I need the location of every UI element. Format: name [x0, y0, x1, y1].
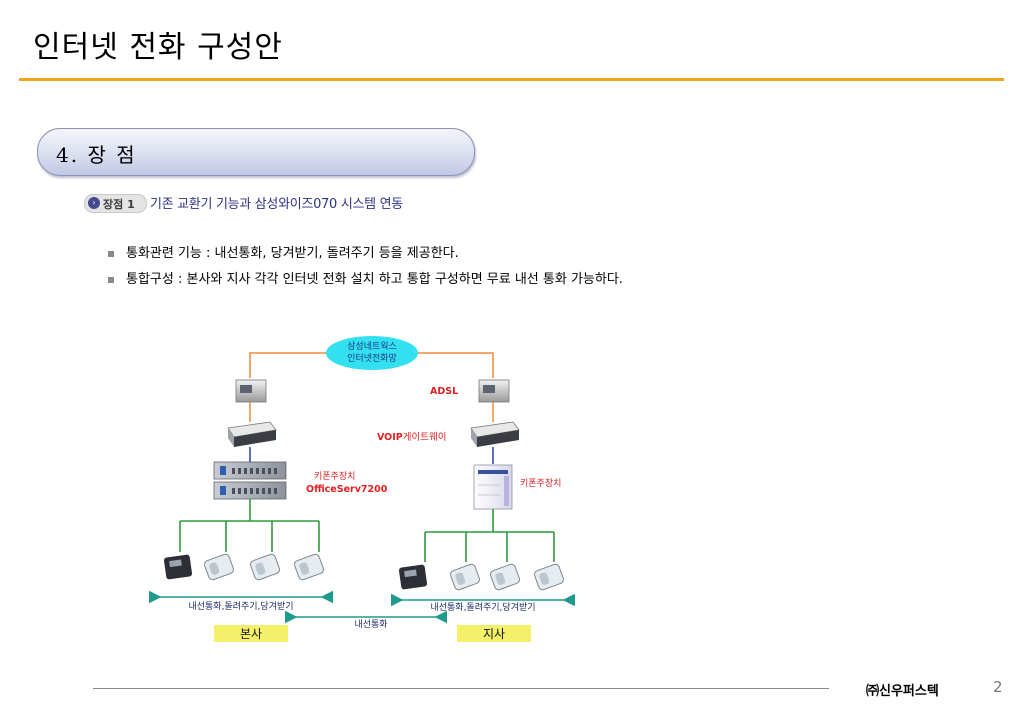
adsl-label: ADSL — [430, 386, 458, 397]
voip-gateway-left — [227, 421, 277, 447]
extension-call-label: 내선통화 — [354, 619, 387, 630]
advantage-badge: › 장점 1 — [84, 194, 147, 213]
voip-label-b: 게이트웨이 — [403, 431, 447, 443]
voip-gateway-label: VOIP게이트웨이 — [377, 431, 446, 443]
phone-icon — [489, 563, 521, 591]
phone-icon — [163, 554, 193, 580]
company-name: ㈜신우퍼스텍 — [866, 684, 939, 699]
page-title: 인터넷 전화 구성안 — [33, 30, 283, 65]
adsl-modem-right — [478, 379, 510, 403]
wan-links — [249, 352, 494, 422]
bullet-item: 통화관련 기능 : 내선통화, 당겨받기, 돌려주기 등을 제공한다. — [108, 241, 623, 267]
phone-icon — [293, 553, 325, 581]
pbx-officeserv7200 — [213, 461, 287, 500]
left-functions-label: 내선통화,돌려주기,당겨받기 — [188, 601, 293, 612]
advantage-subhead: 기존 교환기 기능과 삼성와이즈070 시스템 연동 — [150, 197, 403, 212]
lan-tree-left — [179, 499, 320, 552]
site-label-left: 본사 — [240, 627, 262, 641]
voip-gateway-right — [470, 421, 520, 447]
cloud-label-2: 인터넷전화망 — [347, 353, 397, 364]
section-header: 4. 장 점 — [37, 128, 475, 176]
title-divider — [19, 78, 1004, 81]
phone-icon — [203, 553, 235, 581]
bullet-list: 통화관련 기능 : 내선통화, 당겨받기, 돌려주기 등을 제공한다. 통합구성… — [108, 241, 623, 293]
badge-label: 장점 1 — [103, 198, 135, 211]
page-number: 2 — [993, 678, 1003, 696]
phone-icon — [398, 564, 428, 590]
pbx-left-label-2: OfficeServ7200 — [306, 484, 388, 495]
adsl-modem-left — [235, 379, 267, 403]
phone-icon — [249, 553, 281, 581]
lan-tree-right — [424, 509, 555, 562]
voip-label-a: VOIP — [377, 432, 403, 443]
pbx-keyphone-tower — [473, 464, 513, 510]
right-functions-label: 내선통화,돌려주기,당겨받기 — [430, 602, 535, 613]
phone-set-right — [398, 563, 565, 591]
chevron-right-icon: › — [88, 197, 100, 209]
section-label: 4. 장 점 — [56, 143, 137, 167]
site-box-right — [457, 625, 531, 642]
cloud-label-1: 삼성네트웍스 — [347, 341, 397, 352]
bullet-item: 통합구성 : 본사와 지사 각각 인터넷 전화 설치 하고 통합 구성하면 무료… — [108, 267, 623, 293]
footer-divider — [93, 688, 829, 689]
phone-icon — [449, 563, 481, 591]
phone-set-left — [163, 553, 325, 581]
site-label-right: 지사 — [483, 627, 505, 641]
pbx-left-label-1: 키폰주장치 — [314, 470, 355, 482]
phone-icon — [533, 563, 565, 591]
site-box-left — [214, 625, 288, 642]
pbx-right-label: 키폰주장치 — [520, 477, 561, 489]
internet-cloud: 삼성네트웍스 인터넷전화망 — [326, 336, 418, 370]
